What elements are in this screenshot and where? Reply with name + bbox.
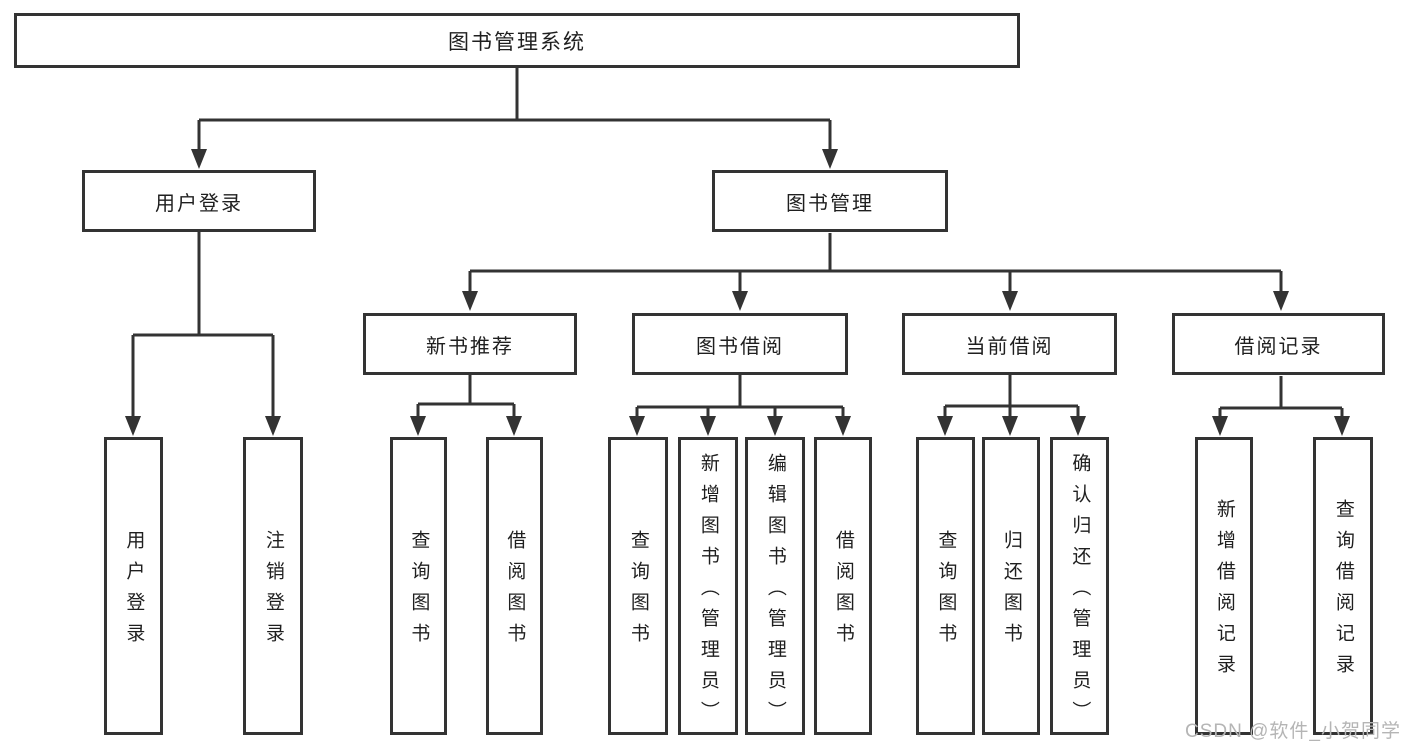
leaf-logout: 注销登录 (243, 437, 303, 735)
node-library-management-system: 图书管理系统 (14, 13, 1020, 68)
node-label: 图书管理系统 (448, 30, 586, 54)
leaf-borrow-book: 借阅图书 (814, 437, 872, 735)
node-borrow-records: 借阅记录 (1172, 313, 1385, 375)
node-label: 借阅图书 (504, 530, 526, 654)
leaf-add-book-admin: 新增图书（管理员） (678, 437, 738, 735)
node-label: 新增图书（管理员） (697, 452, 719, 732)
node-label: 用户登录 (155, 192, 243, 215)
node-label: 查询图书 (935, 530, 957, 654)
node-label: 借阅图书 (832, 530, 854, 654)
leaf-query-book-borrow: 查询图书 (608, 437, 668, 735)
node-current-borrow: 当前借阅 (902, 313, 1117, 375)
node-label: 图书借阅 (696, 335, 784, 358)
node-label: 图书管理 (786, 192, 874, 215)
node-label: 归还图书 (1000, 530, 1022, 654)
node-label: 当前借阅 (965, 335, 1054, 358)
leaf-query-book-recommend: 查询图书 (390, 437, 447, 735)
leaf-edit-book-admin: 编辑图书（管理员） (745, 437, 805, 735)
node-label: 新书推荐 (426, 335, 514, 358)
leaf-query-book-current: 查询图书 (916, 437, 975, 735)
leaf-query-borrow-record: 查询借阅记录 (1313, 437, 1373, 735)
node-label: 查询图书 (627, 530, 649, 654)
watermark: CSDN @软件_小贺同学 (1185, 721, 1401, 742)
node-new-book-recommend: 新书推荐 (363, 313, 577, 375)
node-label: 新增借阅记录 (1213, 499, 1235, 685)
node-book-borrow: 图书借阅 (632, 313, 848, 375)
leaf-add-borrow-record: 新增借阅记录 (1195, 437, 1253, 735)
leaf-user-login: 用户登录 (104, 437, 163, 735)
leaf-borrow-book-recommend: 借阅图书 (486, 437, 543, 735)
node-label: 确认归还（管理员） (1069, 452, 1091, 732)
node-label: 注销登录 (262, 530, 284, 654)
leaf-return-book: 归还图书 (982, 437, 1040, 735)
node-book-management: 图书管理 (712, 170, 948, 232)
leaf-confirm-return-admin: 确认归还（管理员） (1050, 437, 1109, 735)
node-label: 用户登录 (123, 530, 145, 654)
node-user-login: 用户登录 (82, 170, 316, 232)
node-label: 借阅记录 (1234, 335, 1323, 358)
node-label: 编辑图书（管理员） (764, 452, 786, 732)
node-label: 查询图书 (408, 530, 430, 654)
node-label: 查询借阅记录 (1332, 499, 1354, 685)
